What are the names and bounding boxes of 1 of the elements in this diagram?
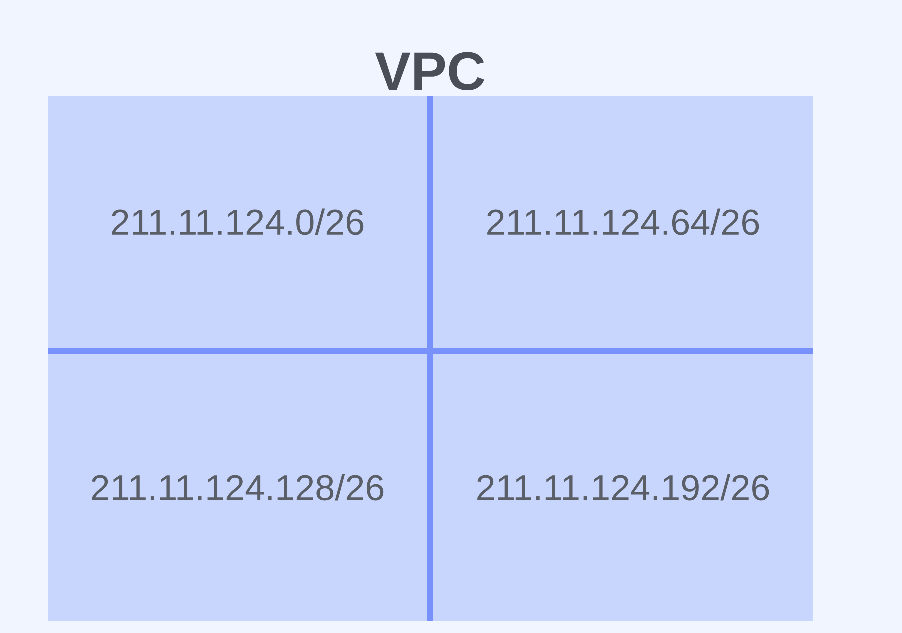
title: VPC xyxy=(375,52,485,91)
